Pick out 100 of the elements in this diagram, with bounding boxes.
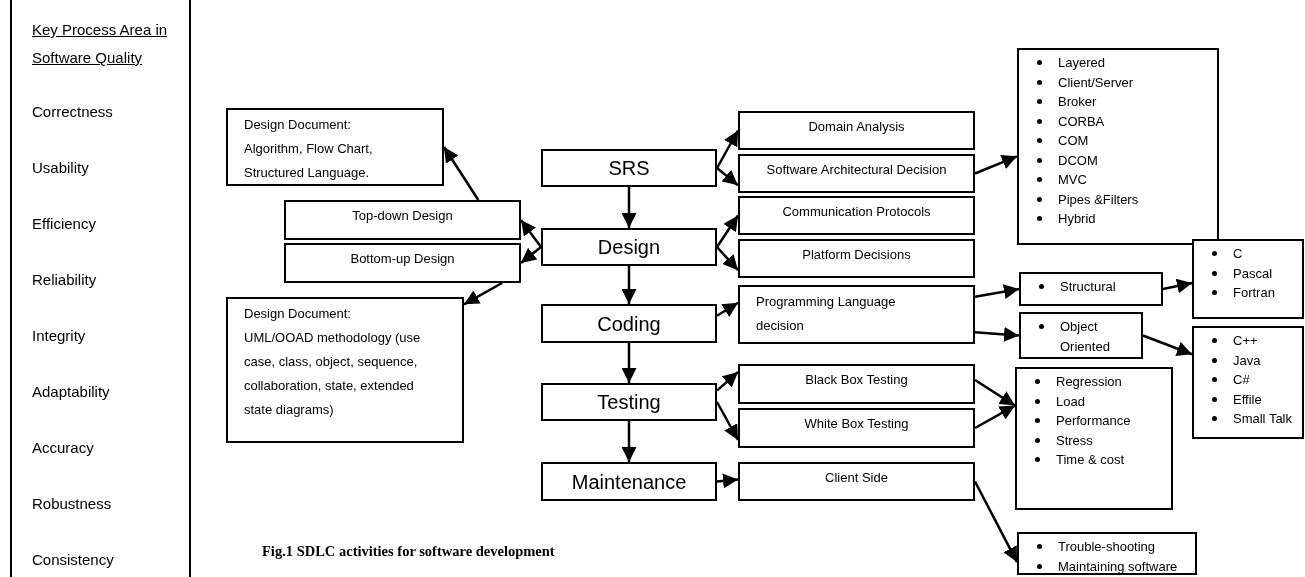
arrow xyxy=(621,343,637,383)
list-item: Time & cost xyxy=(1056,451,1125,469)
process-box xyxy=(738,111,975,150)
process-box xyxy=(738,154,975,193)
list-item: Layered xyxy=(1058,54,1105,72)
arrow xyxy=(716,167,739,187)
arrow xyxy=(520,219,542,248)
box-label: Bottom-up Design xyxy=(350,250,455,268)
list-item: Effile xyxy=(1233,390,1262,409)
quality-attribute: Robustness xyxy=(32,494,113,514)
phase-box xyxy=(541,462,717,501)
quality-attribute: Usability xyxy=(32,158,90,178)
list-box xyxy=(1192,326,1304,439)
list-item: CORBA xyxy=(1058,112,1105,131)
arrow xyxy=(974,326,1020,342)
list-item: Java xyxy=(1233,351,1261,370)
arrow xyxy=(974,378,1016,407)
list-item: Performance xyxy=(1056,412,1131,430)
list-item: COM xyxy=(1058,132,1089,150)
panel-heading: Key Process Area in Software Quality xyxy=(32,20,169,68)
box-label: Software Architectural Decision xyxy=(766,161,947,179)
box-text: UML/OOAD methodology (use case, class, object, sequence, collaboration, state, extended state diagrams) xyxy=(244,329,422,419)
list-item: DCOM xyxy=(1058,151,1098,170)
list-box xyxy=(1192,239,1304,319)
phase-box xyxy=(541,228,717,266)
list-item: Stress xyxy=(1056,431,1093,450)
figure-caption: Fig.1 SDLC activities for software development xyxy=(262,542,555,561)
quality-attribute: Integrity xyxy=(32,326,87,346)
phase-label: Design xyxy=(597,237,661,257)
phase-box xyxy=(541,383,717,421)
box-label: Black Box Testing xyxy=(805,371,908,389)
process-box xyxy=(738,196,975,235)
process-box xyxy=(284,243,521,283)
document-box xyxy=(738,285,975,344)
arrow xyxy=(716,301,739,317)
phase-label: Testing xyxy=(597,392,661,412)
quality-attribute: Consistency xyxy=(32,550,115,570)
box-label: Domain Analysis xyxy=(808,118,905,136)
list-item: Object Oriented xyxy=(1060,318,1111,356)
arrow xyxy=(716,371,739,392)
list-item: C xyxy=(1233,245,1243,263)
list-box xyxy=(1017,48,1219,245)
quality-attribute: Efficiency xyxy=(32,214,97,234)
box-text: Programming Language decision xyxy=(756,293,897,335)
process-box xyxy=(284,200,521,240)
arrow xyxy=(716,246,739,272)
phase-box xyxy=(541,149,717,187)
list-item: MVC xyxy=(1058,171,1087,189)
side-panel xyxy=(10,0,191,577)
arrow xyxy=(621,187,637,228)
document-box xyxy=(226,108,444,186)
box-text: Algorithm, Flow Chart, Structured Language. xyxy=(244,140,374,182)
arrow xyxy=(520,246,542,264)
arrow xyxy=(974,404,1016,430)
list-item: Pipes &Filters xyxy=(1058,190,1139,209)
box-label: Client Side xyxy=(825,469,888,487)
list-item: C++ xyxy=(1233,332,1258,350)
list-item: Load xyxy=(1056,392,1085,411)
arrow xyxy=(463,281,503,306)
box-text: Design Document: xyxy=(244,116,352,134)
arrow xyxy=(974,155,1018,175)
process-box xyxy=(738,364,975,404)
quality-attribute: Correctness xyxy=(32,102,114,122)
process-box xyxy=(738,239,975,278)
list-item: Client/Server xyxy=(1058,73,1134,92)
arrow xyxy=(621,421,637,462)
box-label: White Box Testing xyxy=(804,415,909,433)
box-label: Top-down Design xyxy=(352,207,453,225)
list-box xyxy=(1015,367,1173,510)
list-item: Maintaining software xyxy=(1058,557,1178,576)
quality-attribute: Reliability xyxy=(32,270,98,290)
phase-label: Maintenance xyxy=(571,471,687,492)
list-item: Structural xyxy=(1060,278,1116,296)
process-box xyxy=(738,462,975,501)
box-label: Platform Decisions xyxy=(802,246,911,264)
arrow xyxy=(1162,278,1193,294)
arrow xyxy=(621,266,637,304)
list-box xyxy=(1019,272,1163,306)
arrow xyxy=(716,473,739,489)
list-box xyxy=(1017,532,1197,575)
arrow xyxy=(974,284,1020,299)
box-text: Design Document: xyxy=(244,305,352,323)
list-box xyxy=(1019,312,1143,359)
phase-label: Coding xyxy=(597,313,661,334)
list-item: Broker xyxy=(1058,93,1097,111)
list-item: Regression xyxy=(1056,373,1122,391)
arrow xyxy=(1142,334,1193,356)
list-item: Hybrid xyxy=(1058,210,1096,228)
list-item: Small Talk xyxy=(1233,410,1292,428)
box-label: Communication Protocols xyxy=(782,203,931,221)
list-item: Fortran xyxy=(1233,284,1275,302)
list-item: Trouble-shooting xyxy=(1058,538,1156,556)
phase-box xyxy=(541,304,717,343)
list-item: Pascal xyxy=(1233,264,1273,283)
document-box xyxy=(226,297,464,443)
quality-attribute: Accuracy xyxy=(32,438,95,458)
process-box xyxy=(738,408,975,448)
quality-attribute: Adaptability xyxy=(32,382,111,402)
phase-label: SRS xyxy=(608,158,650,178)
list-item: C# xyxy=(1233,371,1250,389)
